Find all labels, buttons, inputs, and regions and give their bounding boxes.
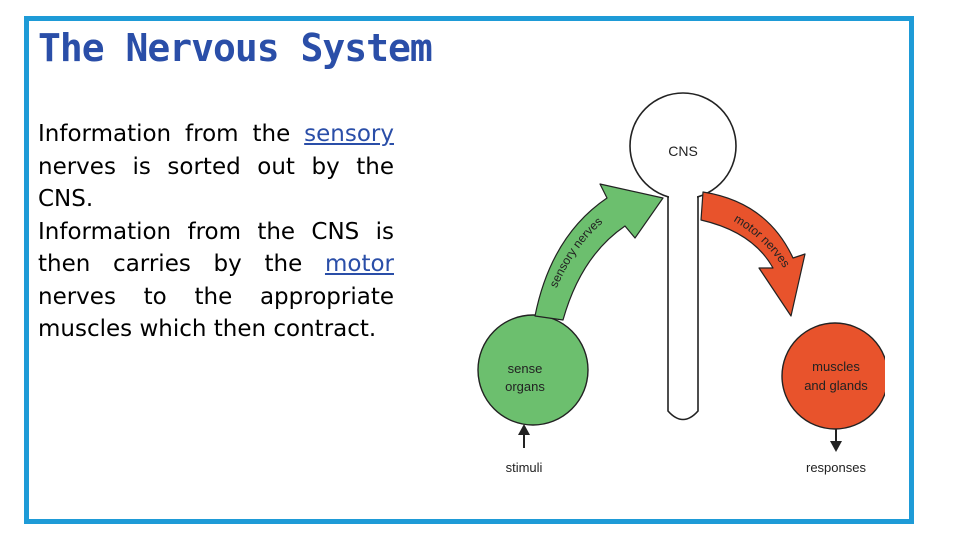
muscles-glands-circle xyxy=(781,322,885,430)
motor-nerves-arrow xyxy=(700,191,806,317)
sense-label-line-1: sense xyxy=(508,361,543,376)
slide-title: The Nervous System xyxy=(38,26,433,70)
paragraph-2-text-end: nerves to the appropriate muscles which … xyxy=(38,283,394,343)
cns-stem-shape xyxy=(667,195,699,421)
paragraph-2-text-start: Information from the CNS is then carries… xyxy=(38,218,394,278)
responses-arrow-head xyxy=(830,441,842,452)
stimuli-arrow-head xyxy=(518,424,530,435)
responses-label: responses xyxy=(806,460,866,475)
paragraph-1-text-end: nerves is sorted out by the CNS. xyxy=(38,153,394,213)
paragraph-sensory: Information from the sensory nerves is s… xyxy=(38,118,394,216)
stimuli-label: stimuli xyxy=(506,460,543,475)
paragraph-1-text-start: Information from the xyxy=(38,121,305,147)
muscles-label-line-1: muscles xyxy=(812,359,860,374)
nervous-system-diagram: CNS sense organs muscles and glands sens… xyxy=(477,92,885,475)
cns-label: CNS xyxy=(668,143,698,159)
cns-stem-joint xyxy=(669,190,697,204)
body-text: Information from the sensory nerves is s… xyxy=(38,118,394,346)
sense-label-line-2: organs xyxy=(505,379,545,394)
muscles-label-line-2: and glands xyxy=(804,378,868,393)
sensory-nerves-arrow xyxy=(534,183,664,321)
sense-organs-circle xyxy=(477,314,589,426)
keyword-sensory: sensory xyxy=(304,121,394,147)
paragraph-motor: Information from the CNS is then carries… xyxy=(38,216,394,346)
keyword-motor: motor xyxy=(324,251,394,277)
